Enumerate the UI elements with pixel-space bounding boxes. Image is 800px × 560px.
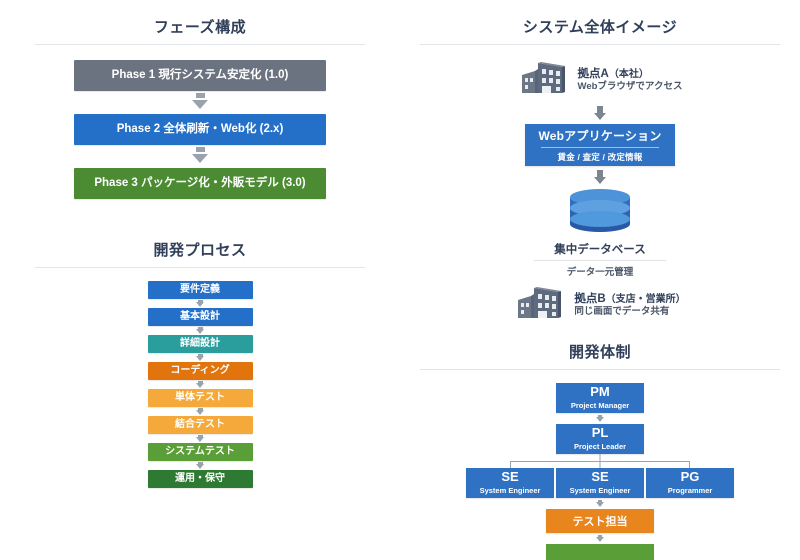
site-a-labels: 拠点A（本社） Webブラウザでアクセス xyxy=(578,67,683,94)
process-step-integration-test[interactable]: 結合テスト xyxy=(147,416,253,434)
site-b-desc: 同じ画面でデータ共有 xyxy=(574,306,670,318)
process-step-label: 詳細設計 xyxy=(180,338,220,350)
org-node-pg[interactable]: PG Programmer xyxy=(646,468,734,498)
org-node-pm[interactable]: PM Project Manager xyxy=(556,383,644,413)
phase-box-1[interactable]: Phase 1 現行システム安定化 (1.0) xyxy=(74,60,326,91)
page-title-phase: フェーズ構成 xyxy=(153,19,247,36)
arrow-down-icon xyxy=(196,300,204,307)
process-step-label: 要件定義 xyxy=(180,284,220,296)
section-phase-composition: フェーズ構成 Phase 1 現行システム安定化 (1.0) Phase 2 全… xyxy=(0,0,400,199)
site-a-title-paren: （本社） xyxy=(608,68,649,80)
org-chart: PM Project Manager PL Project Leader xyxy=(400,383,800,560)
org-node-pm-sub: Project Manager xyxy=(570,400,630,410)
org-node-se-1[interactable]: SE System Engineer xyxy=(466,468,554,498)
org-node-se-2[interactable]: SE System Engineer xyxy=(556,468,644,498)
divider-system xyxy=(420,44,780,45)
process-step-system-test[interactable]: システムテスト xyxy=(147,443,253,461)
site-b-node: 拠点B（支店・営業所） 同じ画面でデータ共有 xyxy=(514,284,686,327)
process-step-label: 結合テスト xyxy=(175,419,225,431)
page-title-org: 開発体制 xyxy=(568,344,631,361)
arrow-down-icon xyxy=(196,381,204,388)
section-development-organization: 開発体制 PM Project Manager PL Project Leade… xyxy=(400,327,800,560)
org-node-test-lead-label: テスト担当 xyxy=(572,516,628,528)
arrow-down-icon xyxy=(596,500,604,507)
arrow-down-icon xyxy=(196,435,204,442)
process-step-label: 運用・保守 xyxy=(175,473,225,485)
phase-box-3[interactable]: Phase 3 パッケージ化・外販モデル (3.0) xyxy=(74,168,326,199)
office-building-icon xyxy=(514,284,564,327)
arrow-down-icon xyxy=(192,147,208,166)
org-node-test-lead[interactable]: テスト担当 xyxy=(546,509,654,533)
divider-org xyxy=(420,369,780,370)
org-node-se-2-sub: System Engineer xyxy=(569,485,631,495)
database-cylinder-icon xyxy=(562,188,638,237)
webapp-subtitle: 賃金 / 査定 / 改定情報 xyxy=(557,152,643,162)
process-step-label: システムテスト xyxy=(165,446,235,458)
org-node-pg-role: PG xyxy=(680,469,700,485)
arrow-down-icon xyxy=(596,535,604,542)
section-development-process: 開発プロセス 要件定義 基本設計 詳細設計 コーディング xyxy=(0,199,400,488)
phase-box-2[interactable]: Phase 2 全体刷新・Web化 (2.x) xyxy=(74,114,326,145)
arrow-down-icon xyxy=(196,408,204,415)
site-a-node: 拠点A（本社） Webブラウザでアクセス xyxy=(518,59,683,102)
process-step-unit-test[interactable]: 単体テスト xyxy=(147,389,253,407)
divider-process xyxy=(35,267,365,268)
phase-flow: Phase 1 現行システム安定化 (1.0) Phase 2 全体刷新・Web… xyxy=(0,60,400,199)
org-node-extra[interactable] xyxy=(546,544,654,560)
process-step-label: コーディング xyxy=(170,365,230,377)
phase-box-1-label: Phase 1 現行システム安定化 (1.0) xyxy=(111,68,289,81)
org-node-pm-role: PM xyxy=(590,384,610,400)
arrow-down-icon xyxy=(594,106,606,120)
page-title-process: 開発プロセス xyxy=(153,242,247,259)
process-step-coding[interactable]: コーディング xyxy=(147,362,253,380)
org-node-pl[interactable]: PL Project Leader xyxy=(556,424,644,454)
process-step-label: 単体テスト xyxy=(175,392,225,404)
site-b-labels: 拠点B（支店・営業所） 同じ画面でデータ共有 xyxy=(574,292,685,319)
org-node-se-1-sub: System Engineer xyxy=(479,485,541,495)
arrow-down-icon xyxy=(196,462,204,469)
process-flow: 要件定義 基本設計 詳細設計 コーディング 単体テスト xyxy=(0,281,400,488)
phase-box-3-label: Phase 3 パッケージ化・外販モデル (3.0) xyxy=(94,176,306,189)
process-step-basic-design[interactable]: 基本設計 xyxy=(147,308,253,326)
org-leaf-row: SE System Engineer SE System Engineer PG… xyxy=(466,468,734,498)
database-caption: 集中データベース xyxy=(554,244,646,256)
webapp-divider xyxy=(541,147,659,148)
arrow-down-icon xyxy=(196,327,204,334)
org-node-se-2-role: SE xyxy=(591,469,609,485)
webapp-node[interactable]: Webアプリケーション 賃金 / 査定 / 改定情報 xyxy=(525,124,675,166)
arrow-down-icon xyxy=(192,93,208,112)
section-system-overview: システム全体イメージ xyxy=(400,0,800,327)
webapp-title: Webアプリケーション xyxy=(538,129,662,143)
page-title-system: システム全体イメージ xyxy=(522,19,678,36)
divider-phase xyxy=(35,44,365,45)
org-node-pl-sub: Project Leader xyxy=(573,441,627,451)
site-b-title-main: 拠点B xyxy=(574,292,606,305)
left-column: フェーズ構成 Phase 1 現行システム安定化 (1.0) Phase 2 全… xyxy=(0,0,400,533)
system-diagram: 拠点A（本社） Webブラウザでアクセス Webアプリケーション 賃金 / 査定… xyxy=(400,59,800,327)
org-branch-connector xyxy=(466,454,734,468)
arrow-down-icon xyxy=(596,415,604,422)
site-b-title-paren: （支店・営業所） xyxy=(605,293,686,305)
office-building-icon xyxy=(518,59,568,102)
process-step-label: 基本設計 xyxy=(180,311,220,323)
org-node-pg-sub: Programmer xyxy=(667,485,713,495)
site-a-title: 拠点A（本社） xyxy=(578,67,683,82)
org-node-pl-role: PL xyxy=(591,425,609,441)
process-step-requirements[interactable]: 要件定義 xyxy=(147,281,253,299)
org-node-se-1-role: SE xyxy=(501,469,519,485)
right-column: システム全体イメージ xyxy=(400,0,800,560)
database-subcaption: データ一元管理 xyxy=(534,260,666,278)
process-step-operation-maintenance[interactable]: 運用・保守 xyxy=(147,470,253,488)
site-a-title-main: 拠点A xyxy=(577,67,609,80)
arrow-down-icon xyxy=(594,170,606,184)
arrow-down-icon xyxy=(196,354,204,361)
process-step-detail-design[interactable]: 詳細設計 xyxy=(147,335,253,353)
site-b-title: 拠点B（支店・営業所） xyxy=(574,292,685,307)
site-a-desc: Webブラウザでアクセス xyxy=(577,81,683,93)
phase-box-2-label: Phase 2 全体刷新・Web化 (2.x) xyxy=(116,122,284,135)
